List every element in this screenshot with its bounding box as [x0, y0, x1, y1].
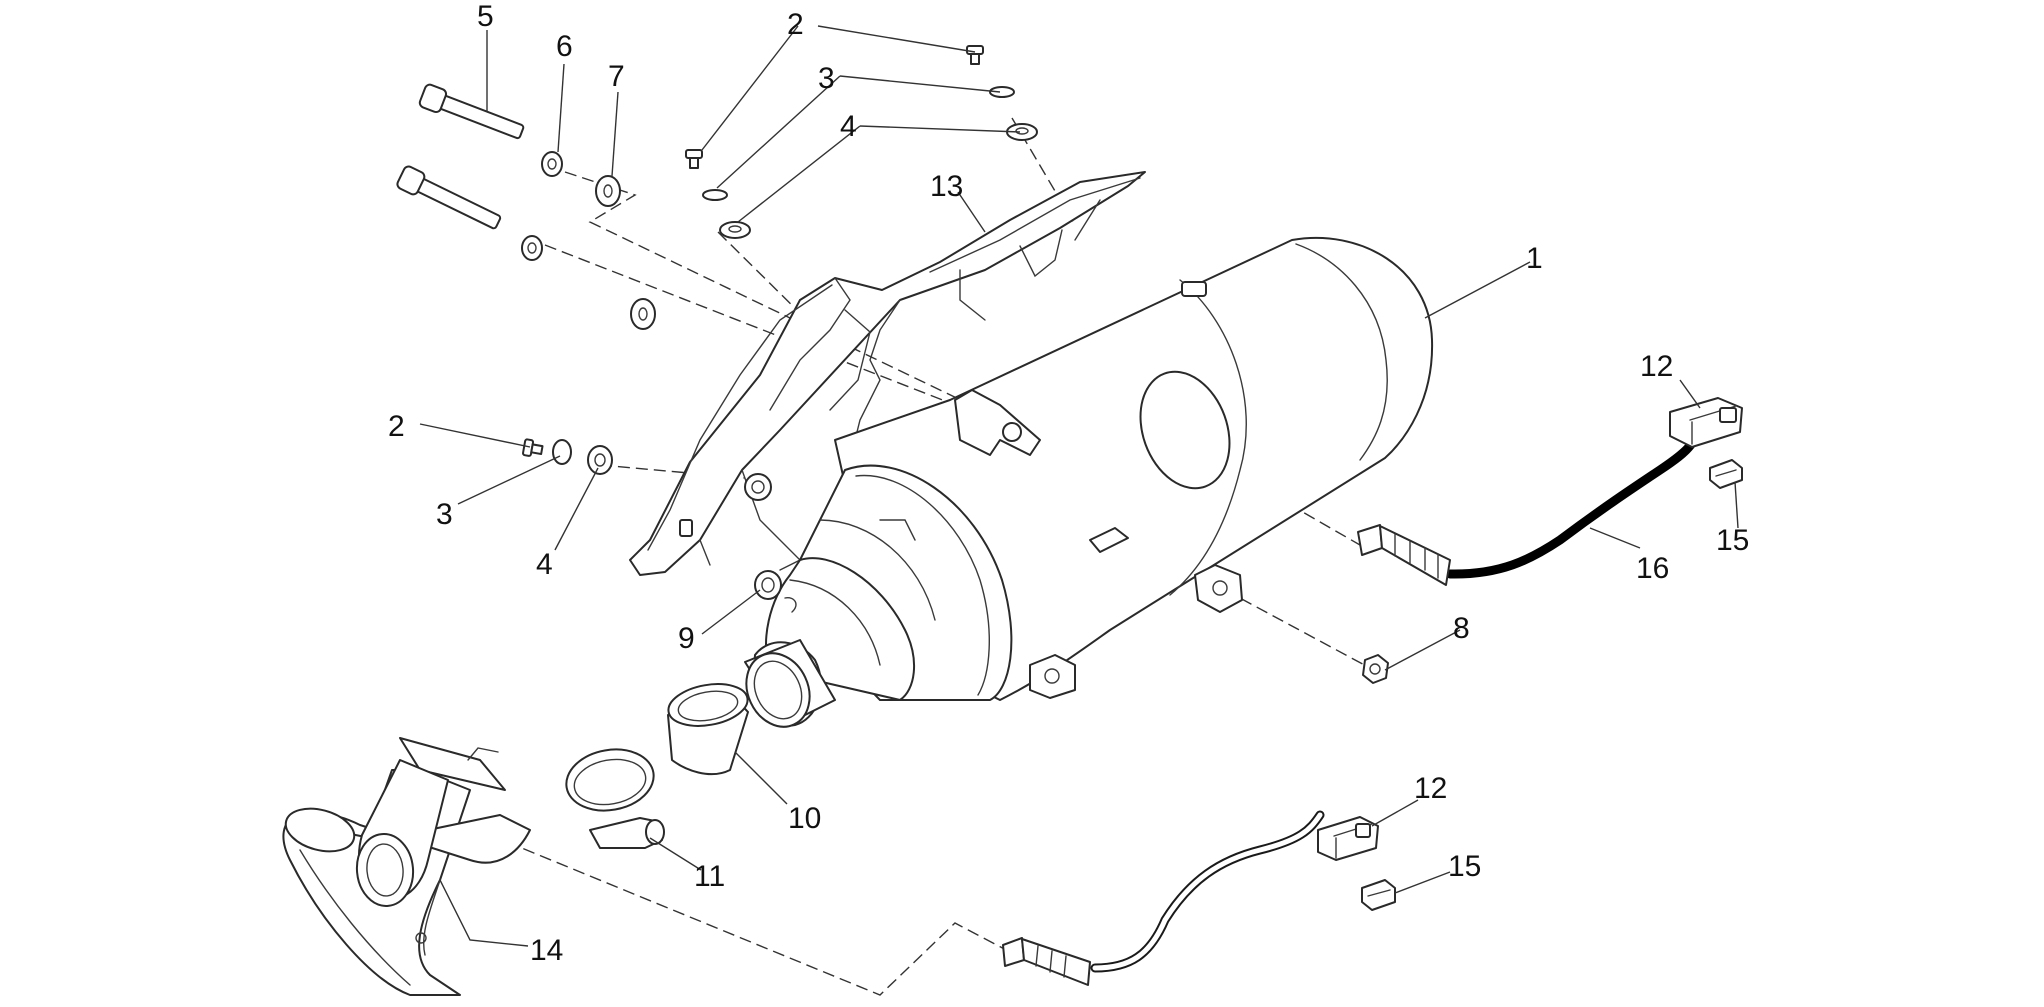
- callout-3-left: 3: [436, 498, 453, 531]
- bolts-part-5: [396, 83, 525, 230]
- callout-5: 5: [477, 0, 494, 33]
- callout-6: 6: [556, 30, 573, 63]
- connector-part-12-bottom: [1317, 816, 1379, 861]
- gasket-part-10: [667, 683, 749, 776]
- clip-part-15-bottom: [1361, 879, 1396, 911]
- callout-7: 7: [608, 60, 625, 93]
- connector-part-12-top: [1669, 397, 1743, 448]
- callout-9: 9: [678, 622, 695, 655]
- grommet-part-9: [754, 570, 797, 613]
- callout-2-top: 2: [787, 8, 804, 41]
- washers-part-6-7: [521, 151, 656, 330]
- callout-3-top: 3: [818, 62, 835, 95]
- lambda-sensor-part-16: [1357, 415, 1701, 586]
- muffler-part-1: [744, 236, 1434, 728]
- clamp-part-11: [565, 748, 665, 849]
- callout-14: 14: [530, 934, 563, 967]
- fasteners-part-2-3-4: [522, 45, 1038, 475]
- clip-part-15-top: [1709, 459, 1743, 489]
- callout-11: 11: [694, 860, 725, 893]
- callout-16: 16: [1636, 552, 1669, 585]
- callout-4-left: 4: [536, 548, 553, 581]
- callout-15-bottom: 15: [1448, 850, 1481, 883]
- callout-10: 10: [788, 802, 821, 835]
- leader-lines: [419, 25, 1739, 947]
- callout-4-top: 4: [840, 110, 857, 143]
- callout-1: 1: [1526, 242, 1543, 275]
- callout-12-bottom: 12: [1414, 772, 1447, 805]
- callout-15-top: 15: [1716, 524, 1749, 557]
- nut-part-8: [1362, 654, 1389, 684]
- callout-8: 8: [1453, 612, 1470, 645]
- callout-2-left: 2: [388, 410, 405, 443]
- callout-13: 13: [930, 170, 963, 203]
- lambda-sensor-bottom: [1002, 810, 1325, 986]
- callout-12-top: 12: [1640, 350, 1673, 383]
- callout-labels: 1 2 2 3 3 4 4 5 6 7 8 9 10 11 12 12 13 1…: [388, 0, 1749, 967]
- heat-shield-part-13: [629, 171, 1146, 576]
- manifold-part-14: [282, 737, 531, 996]
